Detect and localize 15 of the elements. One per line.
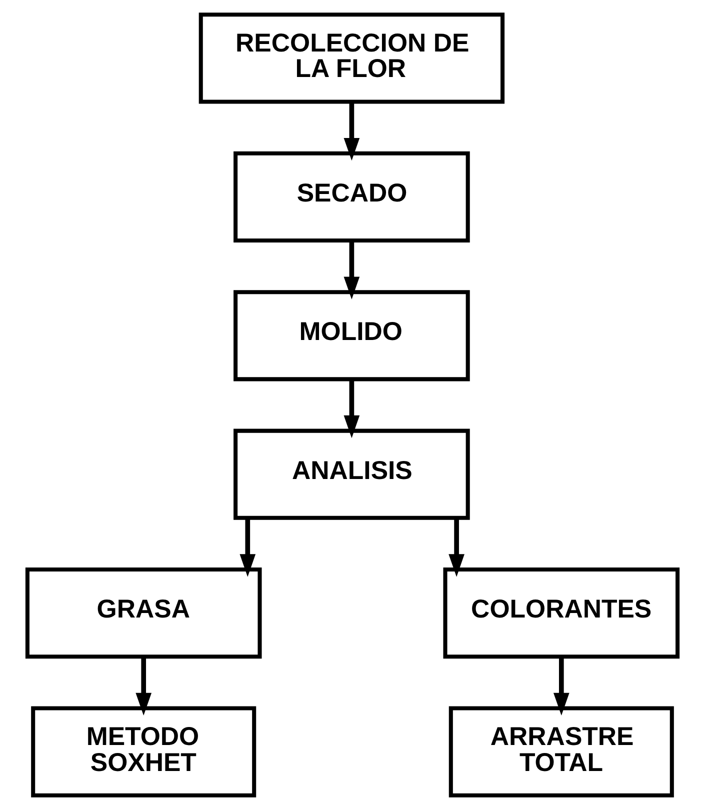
node-box: COLORANTES — [443, 568, 680, 659]
node-box: SECADO — [234, 151, 470, 242]
arrow — [448, 518, 464, 577]
node-box: RECOLECCION DE LA FLOR — [198, 12, 505, 104]
arrow — [344, 240, 360, 300]
node-box: METODO SOXHET — [31, 706, 256, 798]
arrow — [240, 518, 256, 577]
node-box: ANALISIS — [234, 428, 470, 520]
arrow — [553, 657, 570, 716]
node-box: MOLIDO — [234, 290, 470, 382]
node-box: ARRASTRE TOTAL — [448, 706, 674, 798]
arrow — [344, 102, 360, 161]
arrow — [344, 380, 360, 438]
arrow — [136, 657, 152, 716]
node-box: GRASA — [25, 568, 262, 659]
